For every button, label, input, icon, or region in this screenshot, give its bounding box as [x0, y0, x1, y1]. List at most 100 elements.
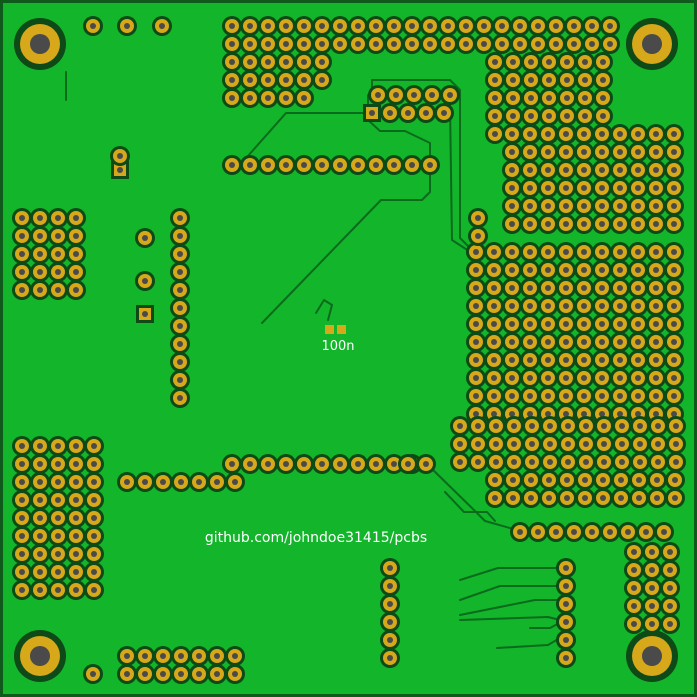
thru-hole-pad-hole	[37, 497, 43, 503]
thru-hole-pad-hole	[387, 565, 393, 571]
thru-hole-pad-hole	[671, 249, 677, 255]
thru-hole-pad-hole	[429, 92, 435, 98]
thru-hole-pad-hole	[301, 162, 307, 168]
thru-hole-pad-hole	[545, 221, 551, 227]
thru-hole-pad-hole	[667, 549, 673, 555]
thru-hole-pad-hole	[653, 357, 659, 363]
thru-hole-pad-hole	[491, 411, 497, 417]
thru-hole-pad-hole	[491, 393, 497, 399]
thru-hole-pad-hole	[607, 23, 613, 29]
thru-hole-pad-hole	[545, 303, 551, 309]
thru-hole-pad-hole	[528, 59, 534, 65]
thru-hole-pad-hole	[527, 321, 533, 327]
thru-hole-pad-hole	[583, 441, 589, 447]
thru-hole-pad-hole	[473, 375, 479, 381]
thru-hole-pad-hole	[509, 411, 515, 417]
thru-hole-pad-hole	[631, 621, 637, 627]
thru-hole-pad-hole	[19, 497, 25, 503]
thru-hole-pad-hole	[405, 461, 411, 467]
thru-hole-pad-hole	[177, 395, 183, 401]
thru-hole-pad-hole	[91, 497, 97, 503]
trace	[459, 585, 561, 601]
thru-hole-pad-hole	[563, 637, 569, 643]
thru-hole-pad-hole	[571, 529, 577, 535]
thru-hole-pad-hole	[653, 185, 659, 191]
thru-hole-pad-hole	[55, 551, 61, 557]
thru-hole-pad-hole	[373, 461, 379, 467]
thru-hole-pad-hole	[73, 215, 79, 221]
thru-hole-pad-hole	[247, 162, 253, 168]
thru-hole-pad-hole	[649, 585, 655, 591]
thru-hole-pad-hole	[37, 251, 43, 257]
thru-hole-pad-hole	[73, 269, 79, 275]
thru-hole-pad-hole	[581, 303, 587, 309]
thru-hole-pad-hole	[617, 167, 623, 173]
thru-hole-pad-hole	[73, 461, 79, 467]
thru-hole-pad-hole	[653, 131, 659, 137]
thru-hole-pad-hole	[528, 113, 534, 119]
thru-hole-pad-hole	[653, 321, 659, 327]
thru-hole-pad-hole	[319, 41, 325, 47]
thru-hole-pad-hole	[391, 162, 397, 168]
thru-hole-pad-hole	[635, 249, 641, 255]
thru-hole-pad-hole	[19, 515, 25, 521]
thru-hole-pad-hole	[37, 287, 43, 293]
thru-hole-pad-hole	[617, 249, 623, 255]
thru-hole-pad-hole	[441, 110, 447, 116]
thru-hole-pad-hole	[636, 495, 642, 501]
thru-hole-pad-hole	[581, 267, 587, 273]
thru-hole-pad-hole	[177, 323, 183, 329]
thru-hole-pad-hole	[387, 601, 393, 607]
thru-hole-pad-hole	[545, 203, 551, 209]
thru-hole-pad-hole	[509, 221, 515, 227]
thru-hole-pad-hole	[528, 95, 534, 101]
thru-hole-pad-hole	[177, 251, 183, 257]
thru-hole-pad-hole	[301, 95, 307, 101]
thru-hole-pad-hole	[491, 321, 497, 327]
thru-hole-pad-hole	[654, 477, 660, 483]
thru-hole-pad-hole	[617, 185, 623, 191]
thru-hole-pad-hole	[582, 59, 588, 65]
thru-hole-pad-hole	[427, 23, 433, 29]
thru-hole-pad-hole	[229, 59, 235, 65]
thru-hole-pad-hole	[563, 411, 569, 417]
thru-hole-pad-hole	[90, 671, 96, 677]
thru-hole-pad-hole	[37, 233, 43, 239]
thru-hole-pad-hole	[653, 285, 659, 291]
thru-hole-pad-hole	[247, 461, 253, 467]
thru-hole-pad-hole	[493, 441, 499, 447]
thru-hole-pad-hole	[653, 303, 659, 309]
thru-hole-pad-hole	[581, 185, 587, 191]
thru-hole-pad-hole	[481, 23, 487, 29]
thru-hole-pad-hole	[671, 131, 677, 137]
thru-hole-pad-hole	[617, 267, 623, 273]
thru-hole-pad-hole	[527, 149, 533, 155]
thru-hole-pad-hole	[177, 287, 183, 293]
trace	[459, 616, 561, 621]
thru-hole-pad-hole	[265, 461, 271, 467]
thru-hole-pad-hole	[510, 495, 516, 501]
thru-hole-pad-hole	[373, 23, 379, 29]
thru-hole-pad-hole	[19, 461, 25, 467]
thru-hole-pad-hole	[409, 162, 415, 168]
thru-hole-pad-hole	[637, 441, 643, 447]
thru-hole-pad-hole	[672, 477, 678, 483]
thru-hole-pad-hole	[581, 375, 587, 381]
thru-hole-pad-hole	[319, 461, 325, 467]
thru-hole-pad-hole	[563, 583, 569, 589]
thru-hole-pad-hole	[617, 149, 623, 155]
thru-hole-pad-hole	[177, 305, 183, 311]
thru-hole-pad-hole	[177, 269, 183, 275]
thru-hole-pad-hole	[527, 393, 533, 399]
thru-hole-pad-hole	[301, 59, 307, 65]
thru-hole-pad-hole	[37, 269, 43, 275]
thru-hole-pad-hole	[511, 423, 517, 429]
thru-hole-pad-hole	[643, 529, 649, 535]
thru-hole-pad-hole	[565, 459, 571, 465]
thru-hole-pad-hole	[301, 23, 307, 29]
thru-hole-pad-hole	[635, 375, 641, 381]
trace	[459, 599, 561, 616]
smd-pad	[337, 325, 346, 334]
thru-hole-pad-hole	[545, 149, 551, 155]
thru-hole-pad-hole	[319, 23, 325, 29]
